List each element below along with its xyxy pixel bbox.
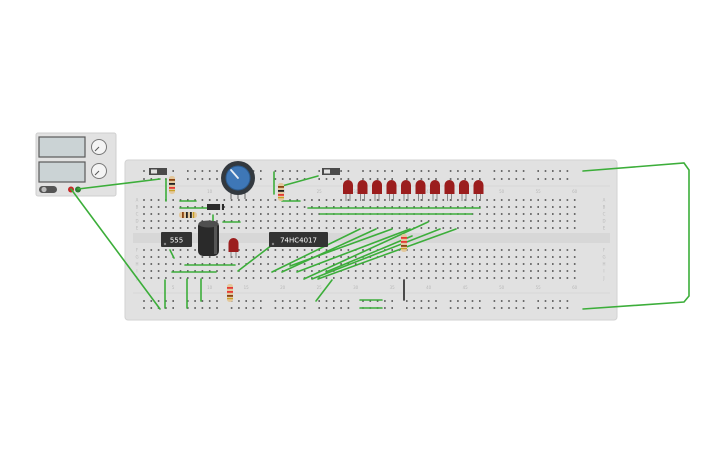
row-letter: G [135,255,138,260]
output-label: ON [50,188,55,192]
row-letter: B [136,205,139,210]
wire[interactable] [296,228,411,273]
voltage-display [38,136,86,158]
diode[interactable] [207,204,224,210]
slide-switch-2[interactable] [322,168,340,175]
wire[interactable] [303,221,429,280]
ic-74hc4017-counter[interactable]: 74HC4017 [269,232,328,247]
ic-74hc4017-label: 74HC4017 [280,237,317,245]
column-number: 25 [317,189,323,194]
wire[interactable] [281,228,377,273]
column-number: 50 [499,189,505,194]
led-5[interactable] [401,180,411,201]
column-number: 55 [536,189,542,194]
row-letter: C [603,212,606,217]
column-number: 5 [172,285,175,290]
wire[interactable] [237,244,273,272]
led-sequence [343,180,484,201]
slide-switch-1[interactable] [149,168,167,175]
row-letter: A [136,198,139,203]
led-2[interactable] [357,180,368,201]
row-letter: J [602,276,604,281]
wire[interactable] [281,175,319,187]
wire[interactable] [315,279,333,302]
row-letter: F [603,248,606,253]
column-number: 20 [280,285,286,290]
current-display [38,161,86,183]
resistor-2 [179,212,197,218]
wires[interactable] [70,162,690,310]
led-indicator[interactable] [228,238,239,258]
wire[interactable] [271,228,361,273]
led-9[interactable] [459,180,469,201]
wire-psu-bottom-rail[interactable] [70,188,161,310]
column-number: 35 [390,285,396,290]
column-number: 15 [244,285,250,290]
power-supply[interactable]: ON [35,132,117,197]
column-number: 40 [426,189,432,194]
row-letter: D [135,219,138,224]
column-number: 40 [426,285,432,290]
resistors[interactable] [169,176,407,302]
resistor-1 [169,176,175,194]
column-number: 60 [572,189,578,194]
row-letter: H [602,262,605,267]
row-letter: G [602,255,605,260]
wire[interactable] [169,249,175,259]
led-8[interactable] [444,180,455,201]
row-letter: E [603,226,606,231]
led-1[interactable] [343,180,353,201]
row-letter: A [603,198,606,203]
column-number: 60 [572,285,578,290]
row-letter: F [136,248,139,253]
wire[interactable] [311,228,441,280]
column-number: 10 [207,285,213,290]
row-letter: C [136,212,139,217]
wire-rail-bridge[interactable] [582,162,690,310]
column-number: 50 [499,285,505,290]
resistor-4 [401,234,407,252]
column-number: 30 [353,189,359,194]
row-letter: B [603,205,606,210]
row-letter: I [136,269,137,274]
potentiometer[interactable] [221,161,255,199]
wire-psu-top-rail[interactable] [77,178,161,190]
column-number: 55 [536,285,542,290]
electrolytic-capacitor[interactable] [198,220,219,257]
wire[interactable] [317,228,457,280]
led-4[interactable] [386,180,397,201]
center-channel [133,233,610,243]
led-7[interactable] [430,180,440,201]
row-letter: H [135,262,138,267]
column-number: 10 [207,189,213,194]
resistor-5 [227,284,233,302]
wire[interactable] [289,228,393,267]
resistor-3 [278,183,284,201]
led-3[interactable] [372,180,382,201]
potentiometer-wiper [230,169,239,179]
column-number: 45 [463,285,469,290]
row-letter: E [136,226,139,231]
row-letter: I [603,269,604,274]
column-number: 25 [317,285,323,290]
ic-555-timer[interactable]: 555 [161,232,192,247]
wire[interactable] [325,235,413,273]
ic-555-label: 555 [170,237,183,245]
row-letter: D [602,219,605,224]
column-number: 30 [353,285,359,290]
led-10[interactable] [473,180,484,201]
led-6[interactable] [415,180,426,201]
